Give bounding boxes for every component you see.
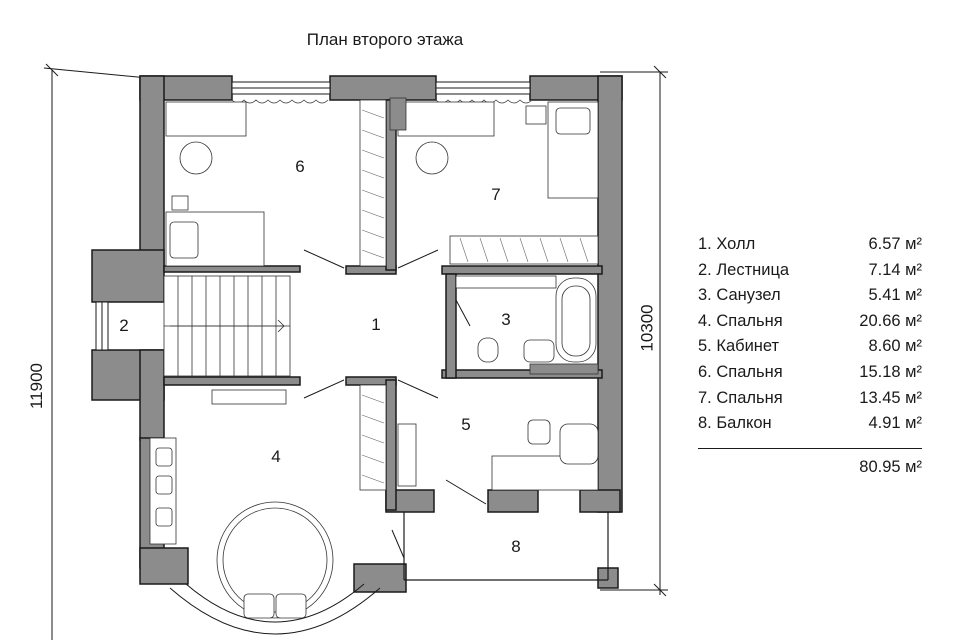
legend-row: 3. Санузел 5.41 м² [698, 283, 922, 309]
windows [95, 81, 531, 351]
door-swings [303, 249, 487, 559]
legend-room-label: 2. Лестница [698, 260, 790, 279]
legend-room-area: 6.57 м² [868, 235, 922, 253]
room4-furniture [149, 389, 334, 619]
legend-row: 4. Спальня 20.66 м² [698, 309, 922, 335]
legend-row: 5. Кабинет 8.60 м² [698, 334, 922, 360]
balcony [403, 512, 609, 581]
dimension-lines [43, 63, 668, 640]
legend-room-label: 6. Спальня [698, 362, 783, 381]
legend-row: 8. Балкон 4.91 м² [698, 411, 922, 437]
staircase [163, 275, 291, 377]
bathroom-fixtures [455, 275, 599, 375]
legend-row: 6. Спальня 15.18 м² [698, 360, 922, 386]
legend-room-area: 7.14 м² [868, 260, 922, 279]
room6-furniture [165, 101, 265, 267]
partitions [163, 99, 603, 511]
plan-title: План второго этажа [306, 30, 464, 49]
wardrobe-hatch [361, 109, 589, 484]
legend-room-label: 7. Спальня [698, 388, 783, 407]
legend-room-area: 8.60 м² [868, 337, 922, 356]
room-number-5: 5 [461, 415, 470, 434]
legend-room-label: 8. Балкон [698, 414, 772, 433]
legend-room-area: 5.41 м² [868, 286, 922, 305]
legend-total: 80.95 м² [859, 457, 922, 476]
legend-row: 1. Холл 6.57 м² [698, 232, 922, 258]
legend-room-label: 1. Холл [698, 235, 756, 253]
legend-divider [698, 447, 922, 449]
room-number-2: 2 [119, 316, 128, 335]
area-legend: 1. Холл 6.57 м² 2. Лестница 7.14 м² 3. Сан… [698, 232, 922, 479]
legend-room-area: 15.18 м² [859, 362, 922, 381]
room-number-4: 4 [271, 447, 280, 466]
legend-room-label: 5. Кабинет [698, 337, 780, 356]
room7-furniture [389, 97, 599, 199]
room-number-6: 6 [295, 157, 304, 176]
legend-room-label: 4. Спальня [698, 311, 783, 330]
legend-row: 7. Спальня 13.45 м² [698, 386, 922, 412]
room-number-3: 3 [501, 310, 510, 329]
room-number-8: 8 [511, 537, 520, 556]
legend-row: 2. Лестница 7.14 м² [698, 258, 922, 284]
bay-window [139, 547, 407, 635]
room-number-1: 1 [371, 315, 380, 334]
legend-room-area: 13.45 м² [859, 388, 922, 407]
legend-room-label: 3. Санузел [698, 286, 781, 305]
legend-room-area: 20.66 м² [859, 311, 922, 330]
wardrobes [359, 99, 599, 491]
room-number-7: 7 [491, 185, 500, 204]
room5-furniture [397, 419, 599, 491]
legend-room-area: 4.91 м² [868, 414, 922, 433]
